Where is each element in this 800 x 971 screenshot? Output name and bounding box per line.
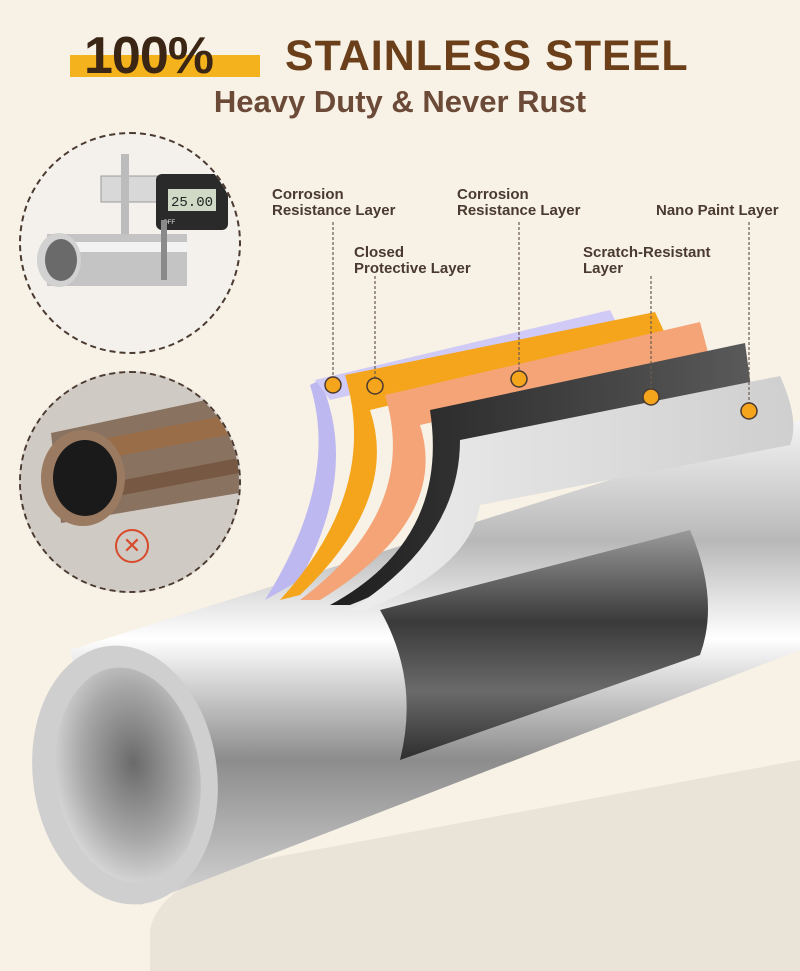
layer-label-5-line1: Nano Paint Layer <box>656 202 779 219</box>
rusty-pipe-circle <box>19 371 241 593</box>
layer-marker-dots <box>324 370 758 420</box>
subheadline: Heavy Duty & Never Rust <box>213 84 587 119</box>
headline-highlight-bar <box>70 55 260 77</box>
pipe-reflection <box>150 760 800 971</box>
caliper-reading: 25.00 <box>171 195 213 211</box>
layer-marker-5 <box>740 402 758 420</box>
layer-marker-3 <box>510 370 528 388</box>
layer-label-3-line1: Corrosion <box>457 186 529 203</box>
caliper-illustration: 25.00 OFF <box>37 154 228 287</box>
layer-label-2: Closed Protective Layer <box>354 245 471 277</box>
rusty-pipe-illustration <box>21 373 239 591</box>
layer-label-4-line2: Layer <box>583 260 624 277</box>
layer-label-1-line1: Corrosion <box>272 186 344 203</box>
headline-accent: 100% <box>84 27 214 85</box>
leader-lines <box>332 222 750 410</box>
layer-label-1: Corrosion Resistance Layer <box>272 187 395 219</box>
layer-marker-1 <box>324 376 342 394</box>
layer-label-5: Nano Paint Layer <box>656 203 779 219</box>
caliper-measurement-circle: 25.00 OFF <box>19 132 241 354</box>
steel-pipe <box>32 420 800 905</box>
layer-marker-4 <box>642 388 660 406</box>
caliper-off-label: OFF <box>163 220 175 226</box>
headline-rest: STAINLESS STEEL <box>285 32 689 80</box>
layer-label-2-line2: Protective Layer <box>354 260 471 277</box>
layer-label-1-line2: Resistance Layer <box>272 202 396 219</box>
x-circle-icon: ✕ <box>115 529 149 563</box>
layer-label-3: Corrosion Resistance Layer <box>457 187 580 219</box>
layer-label-4-line1: Scratch-Resistant <box>583 244 711 261</box>
layer-marker-2 <box>366 377 384 395</box>
layer-label-2-line1: Closed <box>354 244 405 261</box>
headline: 100% STAINLESS STEEL <box>0 22 800 85</box>
layer-label-4: Scratch-Resistant Layer <box>583 245 711 277</box>
layer-label-3-line2: Resistance Layer <box>457 202 581 219</box>
